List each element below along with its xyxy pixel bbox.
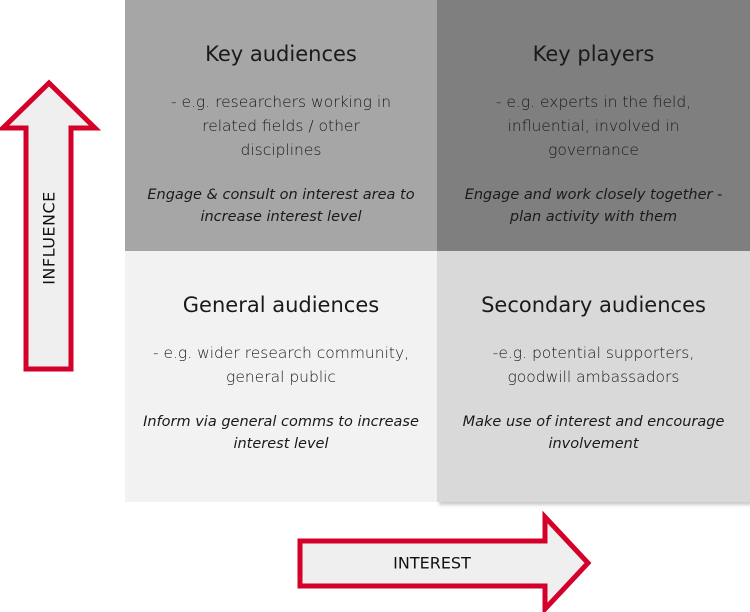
quadrant-example: -e.g. potential supporters, goodwill amb… xyxy=(492,344,695,386)
quadrant-title: General audiences xyxy=(182,293,380,317)
quadrant-key-players: Key players - e.g. experts in the field,… xyxy=(437,0,750,251)
quadrant-action: Engage and work closely together - plan … xyxy=(464,187,723,225)
interest-label: INTEREST xyxy=(393,553,471,573)
quadrant-key-audiences: Key audiences - e.g. researchers working… xyxy=(125,0,437,251)
quadrant-general-audiences: General audiences - e.g. wider research … xyxy=(125,251,437,502)
influence-arrow xyxy=(0,79,102,372)
quadrant-example: - e.g. wider research community, general… xyxy=(152,344,410,386)
quadrant-action: Make use of interest and encourage invol… xyxy=(462,414,725,452)
quadrant-title: Key players xyxy=(532,42,655,66)
quadrant-title: Secondary audiences xyxy=(481,293,706,317)
influence-label: INFLUENCE xyxy=(39,191,59,285)
quadrant-example: - e.g. researchers working in related fi… xyxy=(170,93,392,159)
interest-arrow xyxy=(297,510,592,612)
quadrant-action: Engage & consult on interest area to inc… xyxy=(147,187,415,225)
quadrant-example: - e.g. experts in the field, influential… xyxy=(495,93,692,159)
quadrant-secondary-audiences: Secondary audiences -e.g. potential supp… xyxy=(437,251,750,502)
quadrant-action: Inform via general comms to increase int… xyxy=(143,414,419,452)
quadrant-title: Key audiences xyxy=(205,42,357,66)
